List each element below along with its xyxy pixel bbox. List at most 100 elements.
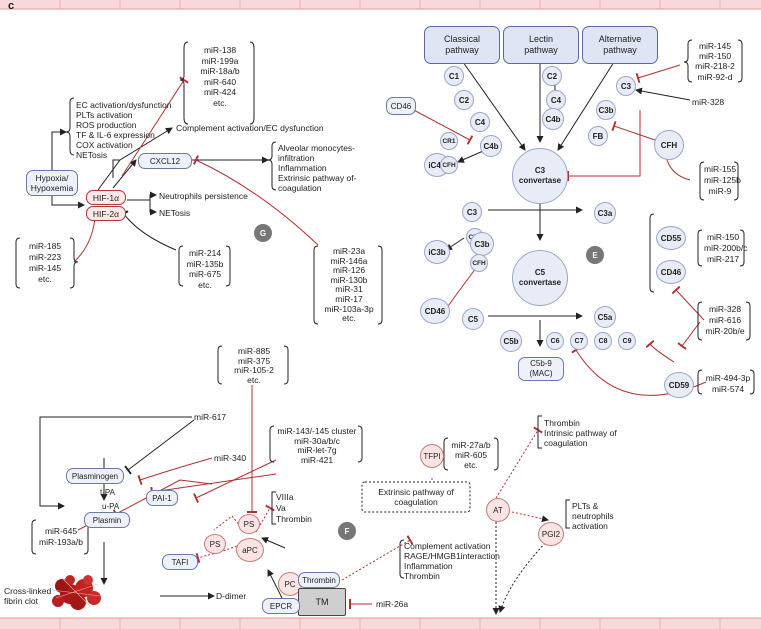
cd46-node-right: CD46 (656, 260, 686, 284)
c9-node: C9 (618, 332, 636, 350)
factor-item: Thrombin (276, 514, 312, 524)
c5b-node: C5b (500, 330, 522, 352)
ps-node-2: PS (204, 534, 226, 554)
conv-line: convertase (518, 278, 562, 287)
clot-line: fibrin clot (4, 596, 39, 606)
tm-effects-list: Complement activation RAGE/HMGB1interact… (404, 541, 500, 581)
effect-item: NETosis (76, 150, 108, 160)
c2-node: C2 (454, 90, 474, 110)
g-mirs-mid: miR-214 miR-135b miR-675 etc. (184, 248, 226, 290)
hypoxia-line: Hypoxia/ (35, 173, 69, 183)
conv-line: C5 (534, 268, 546, 277)
mir-340-label: miR-340 (214, 453, 247, 463)
mir-label: miR-214 (188, 248, 222, 258)
hypoxia-line: Hypoxemia (30, 183, 74, 193)
mir-label: miR-155 (704, 164, 737, 174)
mir-label: miR-328 (708, 304, 742, 314)
complement-activation-label: Complement activation/EC dysfunction (176, 123, 324, 133)
upa-label: u-PA (102, 502, 120, 511)
mir-label: miR-145 (28, 263, 62, 273)
mir-label: miR-105-2 (234, 365, 274, 375)
g-mirs-top: miR-138 miR-199a miR-18a/b miR-640 miR-4… (190, 45, 250, 108)
e-mirs-c7: miR-494-3p miR-574 (704, 373, 752, 395)
mir-328-label: miR-328 (692, 97, 725, 107)
hif2a-box: HIF-2α (86, 206, 126, 221)
neutrophils-label: Neutrophils persistence (159, 191, 248, 201)
mir-label: miR-17 (335, 293, 363, 304)
mir-label: miR-125b (704, 175, 741, 185)
conv-line: C3 (534, 166, 546, 175)
mir-label: miR-421 (300, 454, 334, 465)
mir-label: miR-375 (237, 355, 271, 366)
effect-item: RAGE/HMGB1interaction (404, 551, 500, 561)
extrinsic-pathway-box (361, 481, 471, 513)
mir-label: miR-27a/b (451, 440, 491, 450)
c5a-node: C5a (594, 306, 616, 328)
factor-item: Va (276, 503, 286, 513)
mir-label: miR-18a/b (200, 66, 240, 76)
f-mirs-pai: miR-143/-145 cluster miR-30a/b/c miR-let… (274, 426, 360, 465)
mir-label: etc. (464, 460, 478, 470)
g-connectors (51, 76, 319, 263)
cd46-node-bottom: CD46 (420, 298, 450, 324)
panel-letter: c (8, 0, 15, 12)
pathway-line: pathway (445, 45, 479, 55)
effect-item: Alveolar monocytes- (278, 143, 356, 153)
hif1a-box: HIF-1α (86, 190, 126, 205)
effect-item: coagulation (544, 438, 588, 448)
mac-line: C5b-9 (530, 359, 552, 368)
mir-label: miR-150 (698, 51, 732, 62)
mir-label: miR-424 (203, 87, 237, 97)
cd59-node: CD59 (664, 372, 694, 398)
mir-label: miR-218-2 (695, 61, 735, 72)
tfpi-node: TFPI (420, 444, 444, 468)
f-mirs-plasmin: miR-645 miR-193a/b (36, 526, 86, 548)
section-f-badge: F (338, 522, 356, 540)
mir-label: miR-645 (44, 526, 78, 536)
vessel-border-bottom (0, 617, 761, 629)
c4-node: C4 (470, 112, 490, 132)
epcr-box: EPCR (262, 598, 300, 614)
mir-label: miR-23a (332, 246, 366, 256)
effect-item: activation (572, 521, 608, 531)
mir-label: miR-20b/e (705, 326, 745, 336)
c3-alt-node: C3 (616, 76, 636, 96)
effect-item: Thrombin (544, 418, 580, 428)
mir-label: miR-199a (201, 55, 239, 66)
extrinsic-line: Extrinsic pathway of (378, 487, 454, 497)
mir-label: miR-30a/b/c (294, 435, 340, 446)
pathway-line: Alternative (598, 34, 642, 44)
mir-label: miR-885 (237, 346, 271, 356)
d-dimer-label: D-dimer (216, 591, 247, 601)
c4b-lectin-node: C4b (542, 108, 564, 130)
g-mirs-left: miR-185 miR-223 miR-145 etc. (22, 241, 68, 285)
e-mirs-cd59: miR-328 miR-616 miR-20b/e (704, 304, 746, 337)
pai-1-box: PAI-1 (146, 490, 178, 506)
c1-node: C1 (444, 66, 464, 86)
c5-node: C5 (462, 308, 484, 330)
clot-line: Cross-linked (4, 586, 52, 596)
c3-node: C3 (462, 202, 482, 222)
mir-label: miR-675 (188, 269, 222, 279)
cd55-node: CD55 (656, 226, 686, 250)
effect-item: TF & IL-6 expression (76, 130, 155, 140)
cr1-node-top: CR1 (440, 132, 458, 150)
f-mirs-tfpi: miR-27a/b miR-605 etc. (448, 440, 494, 470)
g-mirs-right: miR-23a miR-146a miR-126 miR-130b miR-31… (318, 246, 380, 324)
f-braces (31, 345, 570, 579)
pathway-line: pathway (524, 45, 558, 55)
c3b-node: C3b (470, 232, 494, 256)
mir-label: miR-92-d (697, 71, 733, 82)
mir-label: miR-616 (708, 315, 742, 325)
pathway-line: Classical (443, 34, 480, 44)
mir-label: miR-574 (711, 384, 745, 394)
pgi2-node: PGI2 (538, 522, 564, 546)
hypoxia-box: Hypoxia/ Hypoxemia (26, 170, 78, 196)
effect-item: Inflammation (404, 561, 453, 571)
pathway-line: Lectin (528, 34, 554, 44)
mir-label: miR-let-7g (297, 445, 337, 455)
tafi-box: TAFI (162, 554, 198, 570)
effect-item: Extrinsic pathway of- (278, 173, 357, 183)
e-mirs-c3: miR-145 miR-150 miR-218-2 miR-92-d (692, 41, 738, 82)
